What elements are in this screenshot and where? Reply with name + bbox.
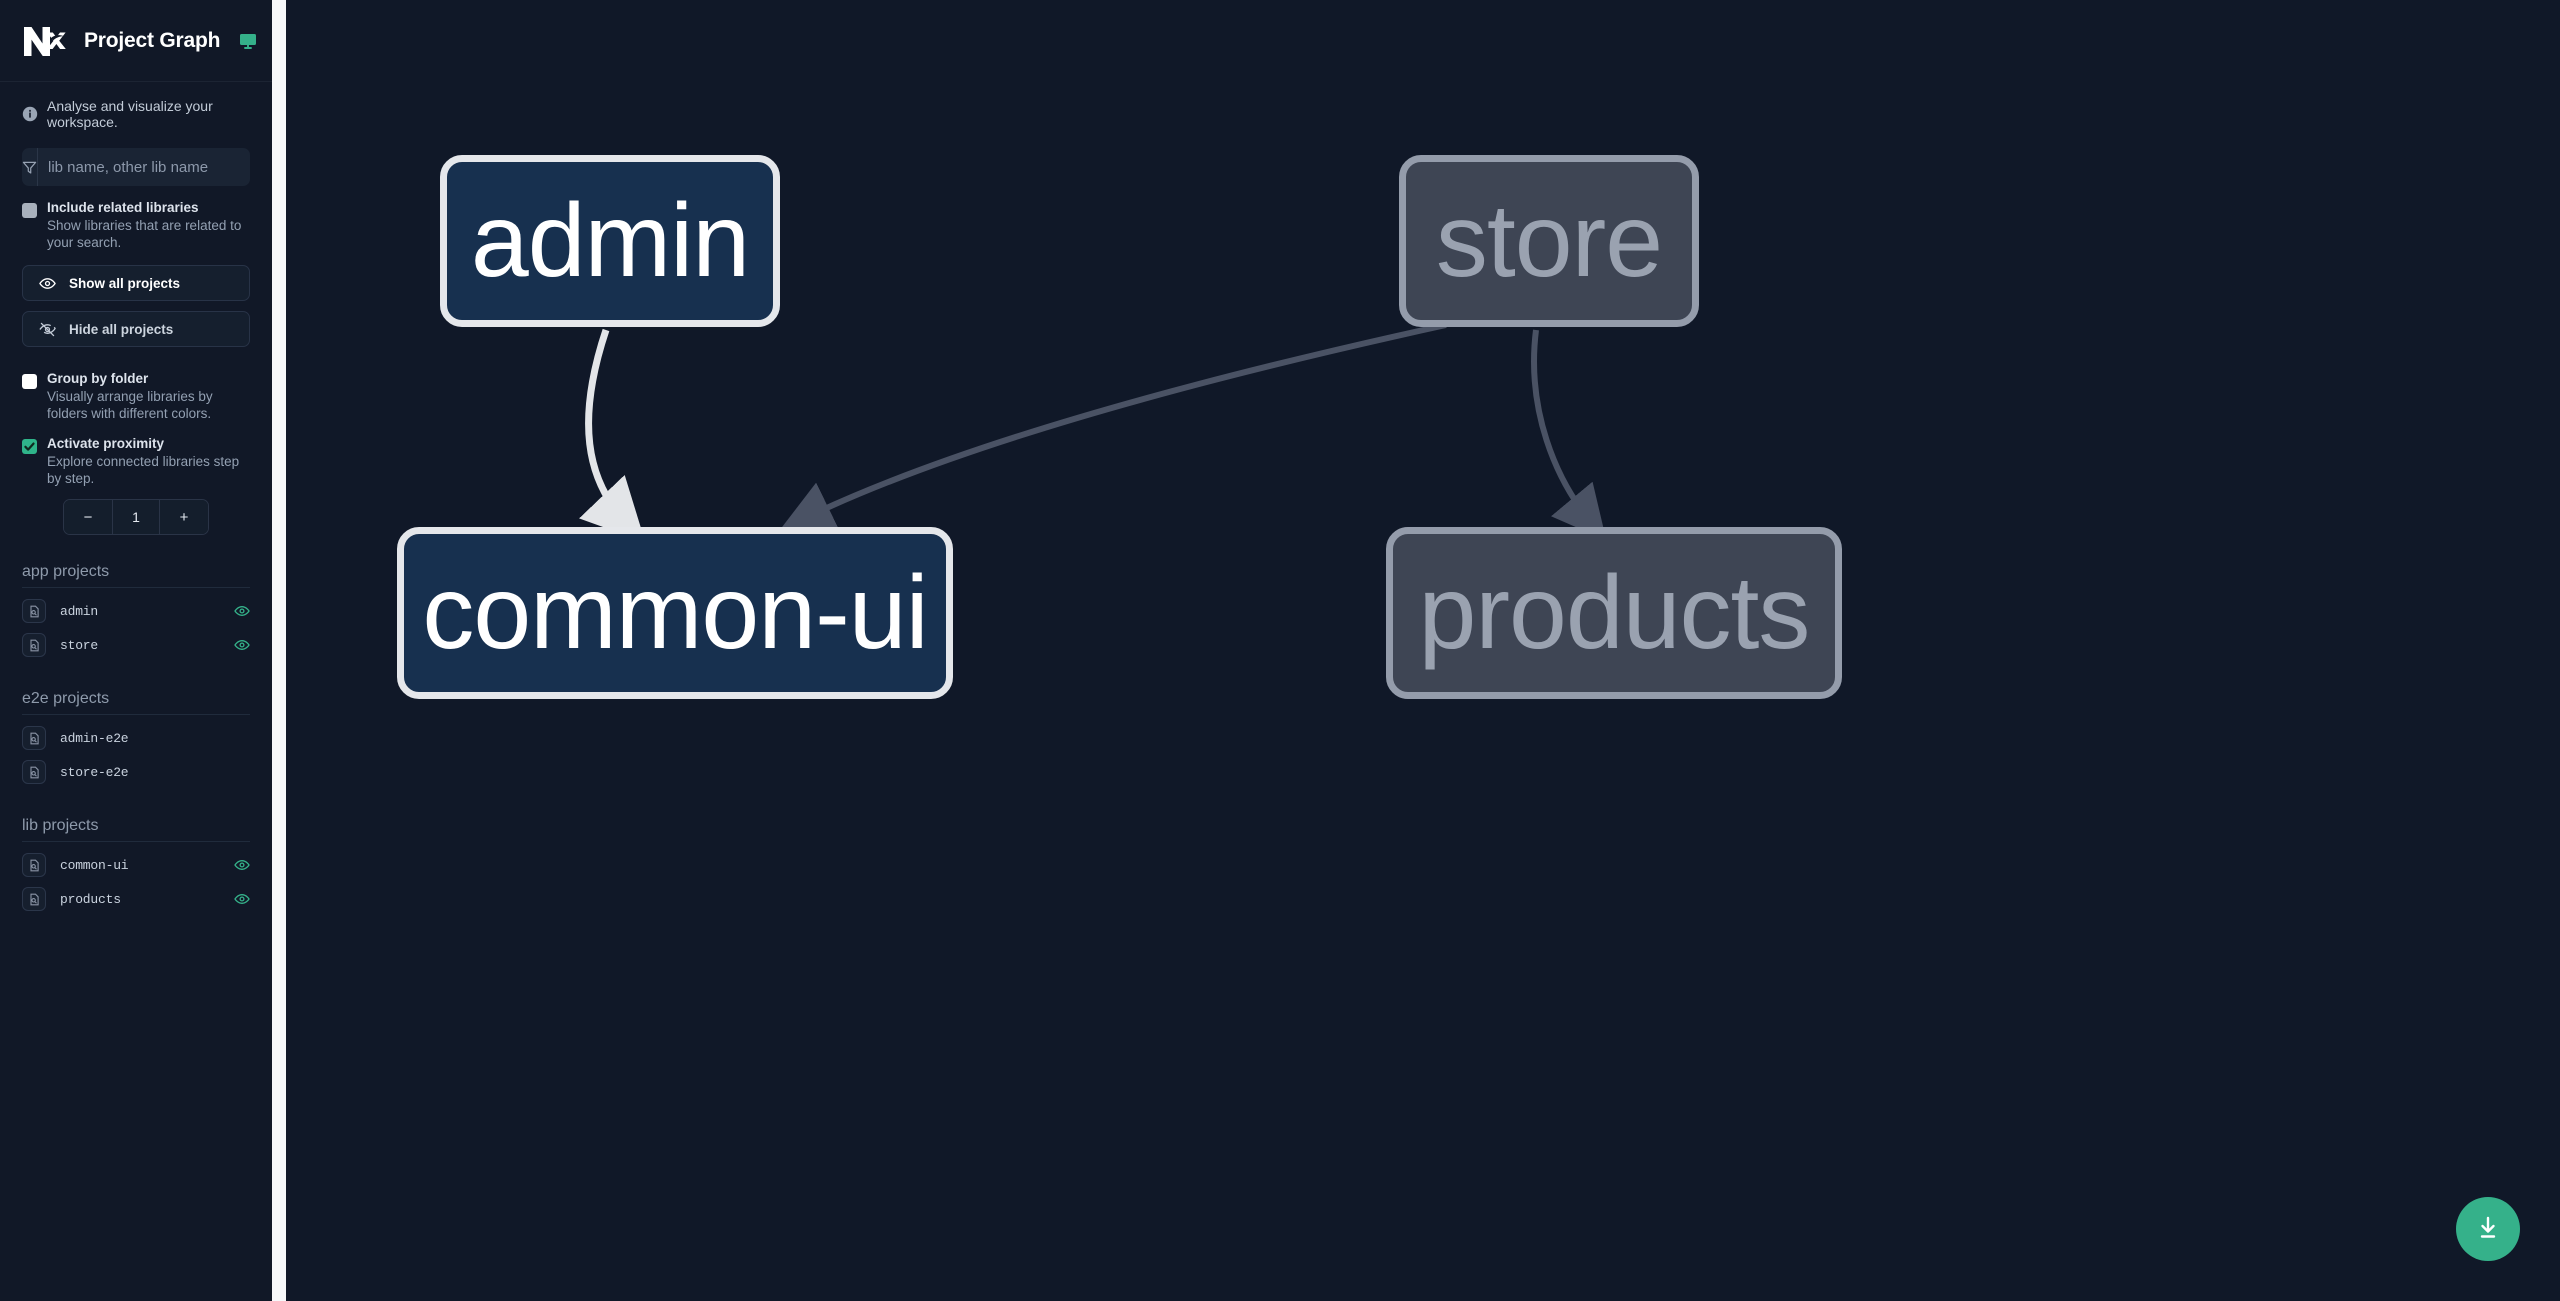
project-visibility-eye-icon[interactable] [234, 637, 250, 653]
include-related-libraries-label: Include related libraries [47, 200, 199, 215]
section-title-lib-projects: lib projects [22, 817, 99, 834]
group-by-folder-checkbox[interactable] [22, 374, 37, 389]
project-icon [22, 633, 46, 657]
sidebar-resize-handle[interactable] [272, 0, 286, 1301]
eye-off-icon [39, 321, 56, 338]
hide-all-projects-button[interactable]: Hide all projects [22, 311, 250, 347]
graph-node-common-ui[interactable]: common-ui [397, 527, 953, 699]
proximity-stepper: − 1 + [0, 499, 272, 535]
project-name: store [60, 637, 99, 653]
project-icon [22, 887, 46, 911]
download-icon [2475, 1215, 2501, 1244]
project-name: products [60, 891, 121, 907]
info-icon [22, 106, 38, 122]
visibility-buttons: Show all projects Hide all projects [0, 251, 272, 347]
proximity-value: 1 [112, 500, 160, 534]
project-name: admin [60, 603, 99, 619]
graph-node-label: admin [470, 183, 750, 299]
search-section [0, 140, 272, 186]
project-name: admin-e2e [60, 730, 129, 746]
project-visibility-eye-icon[interactable] [234, 857, 250, 873]
divider-e2e-projects [22, 714, 250, 715]
project-row-store[interactable]: store [22, 628, 250, 662]
divider-lib-projects [22, 841, 250, 842]
sidebar: Project Graph Analyse and visualize your… [0, 0, 272, 1301]
edge-store-to-products [1531, 329, 1607, 541]
edge-store-to-common-ui [779, 322, 1447, 532]
monitor-icon[interactable] [238, 31, 258, 51]
project-name: common-ui [60, 857, 129, 873]
graph-node-store[interactable]: store [1399, 155, 1699, 327]
project-row-admin[interactable]: admin [22, 594, 250, 628]
proximity-increment-button[interactable]: + [160, 500, 208, 534]
download-graph-button[interactable] [2456, 1197, 2520, 1261]
project-list: app projects admin store [0, 535, 272, 916]
tagline-text: Analyse and visualize your workspace. [47, 98, 213, 130]
sidebar-header: Project Graph [0, 0, 272, 82]
filter-funnel-icon [22, 148, 38, 186]
project-row-common-ui[interactable]: common-ui [22, 848, 250, 882]
project-row-admin-e2e[interactable]: admin-e2e [22, 721, 250, 755]
include-related-libraries-checkbox[interactable] [22, 203, 37, 218]
search-box[interactable] [22, 148, 250, 186]
show-all-projects-button[interactable]: Show all projects [22, 265, 250, 301]
graph-node-label: store [1435, 183, 1663, 299]
option-include-related-libraries[interactable]: Include related libraries Show libraries… [0, 186, 272, 251]
include-related-libraries-description: Show libraries that are related to your … [47, 218, 242, 250]
group-by-folder-label: Group by folder [47, 371, 149, 386]
project-icon [22, 853, 46, 877]
project-visibility-eye-icon[interactable] [234, 603, 250, 619]
graph-canvas[interactable]: admin store common-ui products [286, 0, 2560, 1301]
graph-node-admin[interactable]: admin [440, 155, 780, 327]
graph-node-label: products [1418, 555, 1811, 671]
option-activate-proximity[interactable]: Activate proximity Explore connected lib… [0, 422, 272, 487]
project-icon [22, 726, 46, 750]
project-row-products[interactable]: products [22, 882, 250, 916]
activate-proximity-label: Activate proximity [47, 436, 165, 451]
divider-app-projects [22, 587, 250, 588]
project-row-store-e2e[interactable]: store-e2e [22, 755, 250, 789]
nx-logo-icon [22, 24, 70, 58]
activate-proximity-checkbox[interactable] [22, 439, 37, 454]
option-group-by-folder[interactable]: Group by folder Visually arrange librari… [0, 357, 272, 422]
project-name: store-e2e [60, 764, 129, 780]
hide-all-projects-label: Hide all projects [69, 321, 174, 337]
tagline: Analyse and visualize your workspace. [0, 82, 272, 140]
proximity-decrement-button[interactable]: − [64, 500, 112, 534]
project-visibility-eye-icon[interactable] [234, 891, 250, 907]
app-title: Project Graph [84, 28, 221, 52]
project-icon [22, 599, 46, 623]
section-title-app-projects: app projects [22, 563, 110, 580]
graph-node-products[interactable]: products [1386, 527, 1842, 699]
search-input[interactable] [38, 148, 250, 186]
group-by-folder-description: Visually arrange libraries by folders wi… [47, 389, 213, 421]
project-icon [22, 760, 46, 784]
edge-admin-to-common-ui [579, 328, 646, 543]
activate-proximity-description: Explore connected libraries step by step… [47, 454, 240, 486]
show-all-projects-label: Show all projects [69, 275, 181, 291]
graph-edges [579, 322, 1607, 543]
section-title-e2e-projects: e2e projects [22, 690, 110, 707]
graph-node-label: common-ui [422, 555, 928, 671]
eye-icon [39, 275, 56, 292]
